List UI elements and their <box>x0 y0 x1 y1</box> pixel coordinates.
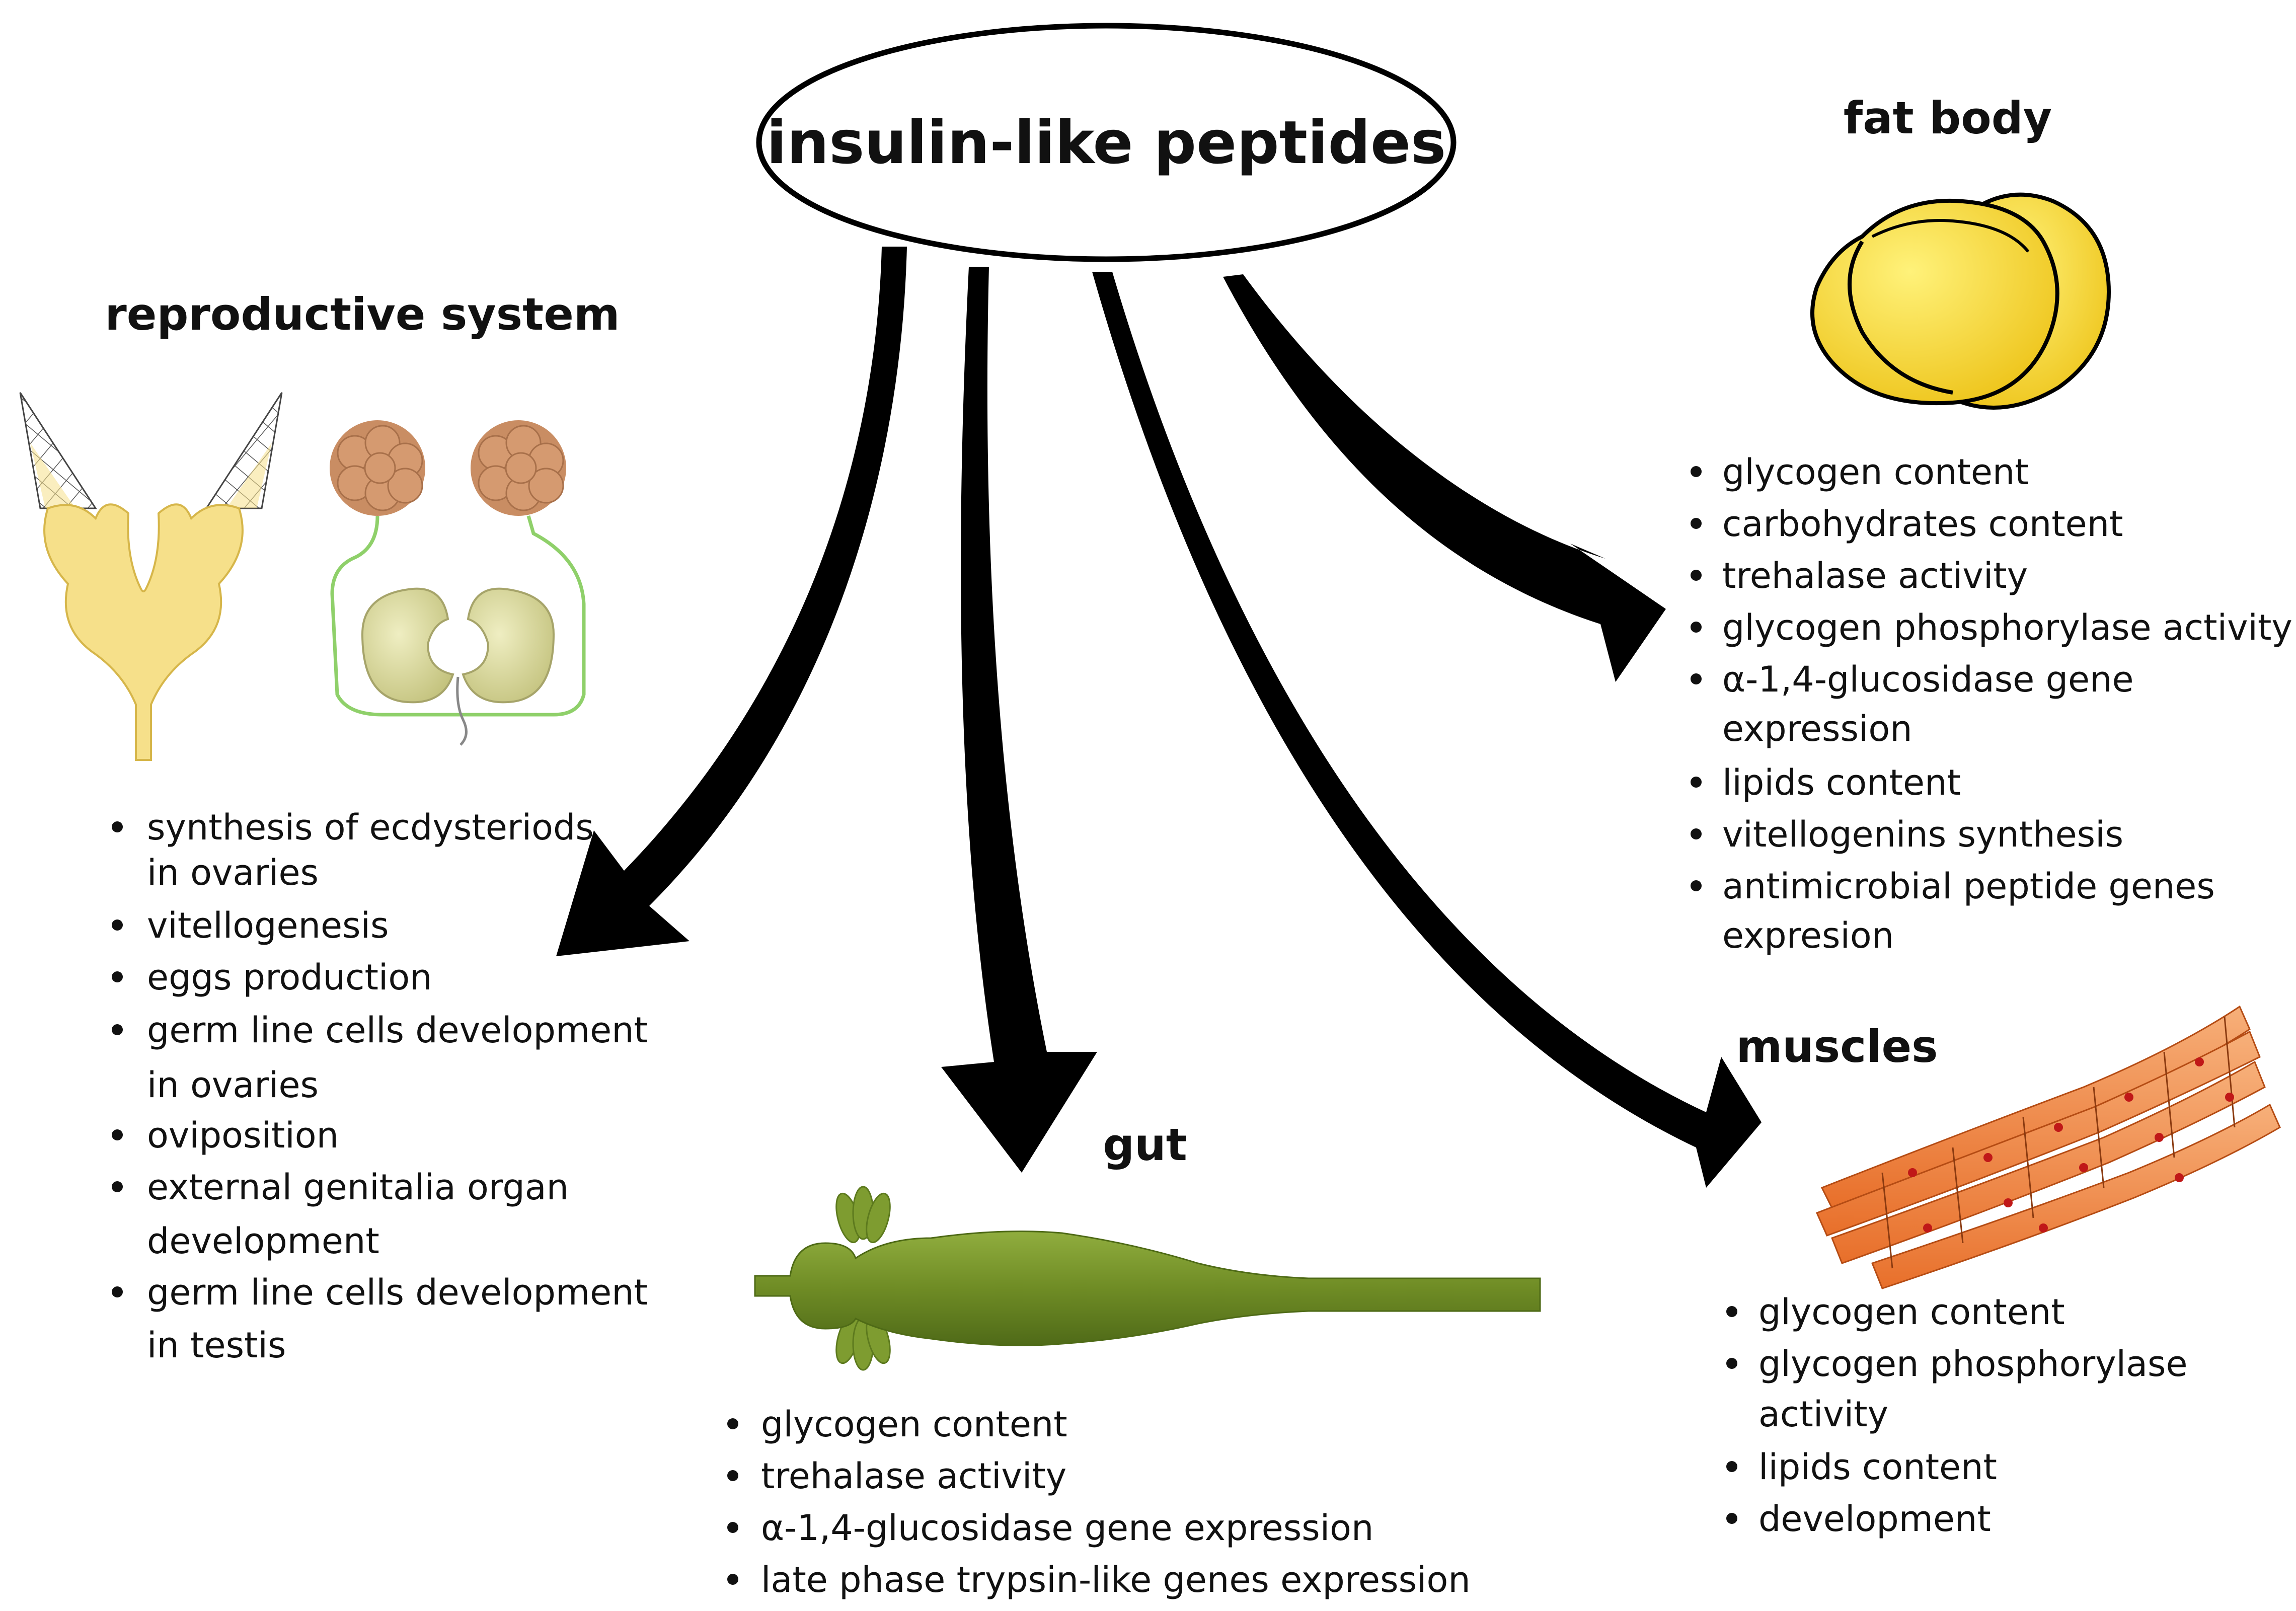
list-bullet <box>727 1522 738 1533</box>
list-item: lipids content <box>1722 762 1961 803</box>
arrows <box>556 247 1762 1188</box>
list-bullet <box>112 1129 123 1140</box>
list-item: development <box>1758 1498 1991 1540</box>
arrow-to-fat-body <box>1223 274 1666 682</box>
list-item: α-1,4-glucosidase gene expression <box>761 1507 1373 1549</box>
list-item: oviposition <box>147 1115 339 1156</box>
muscles-list: glycogen content glycogen phosphorylase … <box>1726 1291 2188 1540</box>
list-bullet <box>727 1418 738 1429</box>
list-item-continued: in ovaries <box>147 1064 319 1106</box>
arrow-to-reproductive-system <box>556 247 907 956</box>
list-bullet <box>112 1024 123 1035</box>
list-bullet <box>1691 880 1702 891</box>
list-item: antimicrobial peptide genes <box>1722 866 2215 907</box>
fat-body-icon <box>1810 192 2111 410</box>
list-bullet <box>112 1181 123 1192</box>
list-item: carbohydrates content <box>1722 503 2123 545</box>
reproductive-system-list: synthesis of ecdysteriods in ovaries vit… <box>112 807 648 1366</box>
list-item: trehalase activity <box>1722 555 2028 596</box>
list-bullet <box>1726 1358 1737 1369</box>
list-bullet <box>1726 1461 1737 1472</box>
list-item: glycogen content <box>761 1404 1067 1445</box>
list-bullet <box>1691 570 1702 581</box>
list-item: external genitalia organ <box>147 1167 569 1208</box>
muscle-fibers-icon <box>1815 1005 2281 1289</box>
list-bullet <box>1691 518 1702 529</box>
list-item: α-1,4-glucosidase gene <box>1722 659 2134 700</box>
center-node: insulin-like peptides <box>756 23 1457 262</box>
list-item: glycogen phosphorylase <box>1758 1343 2188 1385</box>
list-item-continued: development <box>147 1220 379 1262</box>
list-item: synthesis of ecdysteriods <box>147 807 594 848</box>
list-item: vitellogenins synthesis <box>1722 814 2123 855</box>
list-item-continued: in testis <box>147 1325 286 1366</box>
list-bullet <box>1691 673 1702 684</box>
list-item: late phase trypsin-like genes expression <box>761 1559 1471 1600</box>
arrow-to-gut <box>941 267 1097 1173</box>
list-bullet <box>1691 466 1702 477</box>
list-bullet <box>112 971 123 982</box>
list-bullet <box>727 1574 738 1585</box>
list-item: glycogen content <box>1722 451 2029 493</box>
list-item-continued: activity <box>1758 1394 1888 1435</box>
list-item: lipids content <box>1758 1446 1997 1488</box>
list-item: glycogen content <box>1758 1291 2065 1333</box>
list-item-continued: expresion <box>1722 915 1894 956</box>
ovary-icon <box>19 392 283 761</box>
list-item: germ line cells development <box>147 1272 648 1313</box>
list-bullet <box>1691 622 1702 633</box>
testis-icon <box>330 420 586 746</box>
center-node-label: insulin-like peptides <box>767 108 1446 177</box>
list-bullet <box>1691 777 1702 788</box>
gut-heading: gut <box>1103 1119 1187 1171</box>
muscles-heading: muscles <box>1736 1021 1938 1072</box>
list-item-continued: expression <box>1722 708 1912 749</box>
list-bullet <box>727 1470 738 1481</box>
arrow-to-muscles <box>1092 272 1762 1188</box>
list-bullet <box>1726 1306 1737 1317</box>
list-item: vitellogenesis <box>147 905 389 946</box>
list-bullet <box>112 821 123 832</box>
fat-body-heading: fat body <box>1844 92 2052 144</box>
gut-list: glycogen content trehalase activity α-1,… <box>727 1404 1471 1600</box>
fat-body-list: glycogen content carbohydrates content t… <box>1691 451 2292 956</box>
list-bullet <box>112 1286 123 1297</box>
list-item: eggs production <box>147 957 432 998</box>
reproductive-system-heading: reproductive system <box>105 288 620 340</box>
list-bullet <box>1726 1513 1737 1524</box>
list-item: germ line cells development <box>147 1010 648 1051</box>
gut-icon <box>754 1186 1541 1371</box>
list-item: glycogen phosphorylase activity <box>1722 607 2292 648</box>
list-bullet <box>112 919 123 931</box>
list-item: trehalase activity <box>761 1455 1066 1497</box>
list-bullet <box>1691 828 1702 839</box>
list-item-continued: in ovaries <box>147 852 319 893</box>
